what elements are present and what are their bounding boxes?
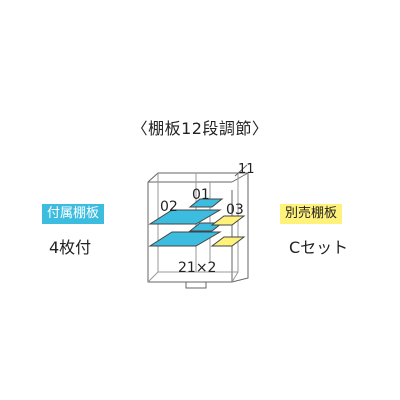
label-slot-03: 03 xyxy=(226,202,244,218)
optional-shelf-badge: 別売棚板 xyxy=(280,204,343,224)
floor-right xyxy=(231,271,239,283)
page-title: 〈棚板12段調節〉 xyxy=(131,119,269,138)
top-right-edge xyxy=(231,172,249,183)
included-shelf-upper-right xyxy=(188,198,224,208)
optional-shelf-lower xyxy=(210,236,246,247)
included-shelf-badge: 付属棚板 xyxy=(42,204,105,224)
included-shelf-upper-left xyxy=(148,209,222,225)
included-shelf-lower-left xyxy=(148,231,222,247)
label-11: 11 xyxy=(238,162,255,177)
optional-shelf-set: Cセット xyxy=(289,238,349,257)
label-11-leader xyxy=(234,164,248,177)
label-slot-01: 01 xyxy=(192,187,210,203)
door-track xyxy=(185,282,207,289)
optional-shelf-upper xyxy=(210,215,246,226)
label-bottom: 21×2 xyxy=(178,260,216,276)
floor-left xyxy=(147,271,159,283)
included-shelf-count: 4枚付 xyxy=(49,238,92,257)
label-slot-02: 02 xyxy=(160,199,178,215)
front-frame xyxy=(147,182,233,283)
